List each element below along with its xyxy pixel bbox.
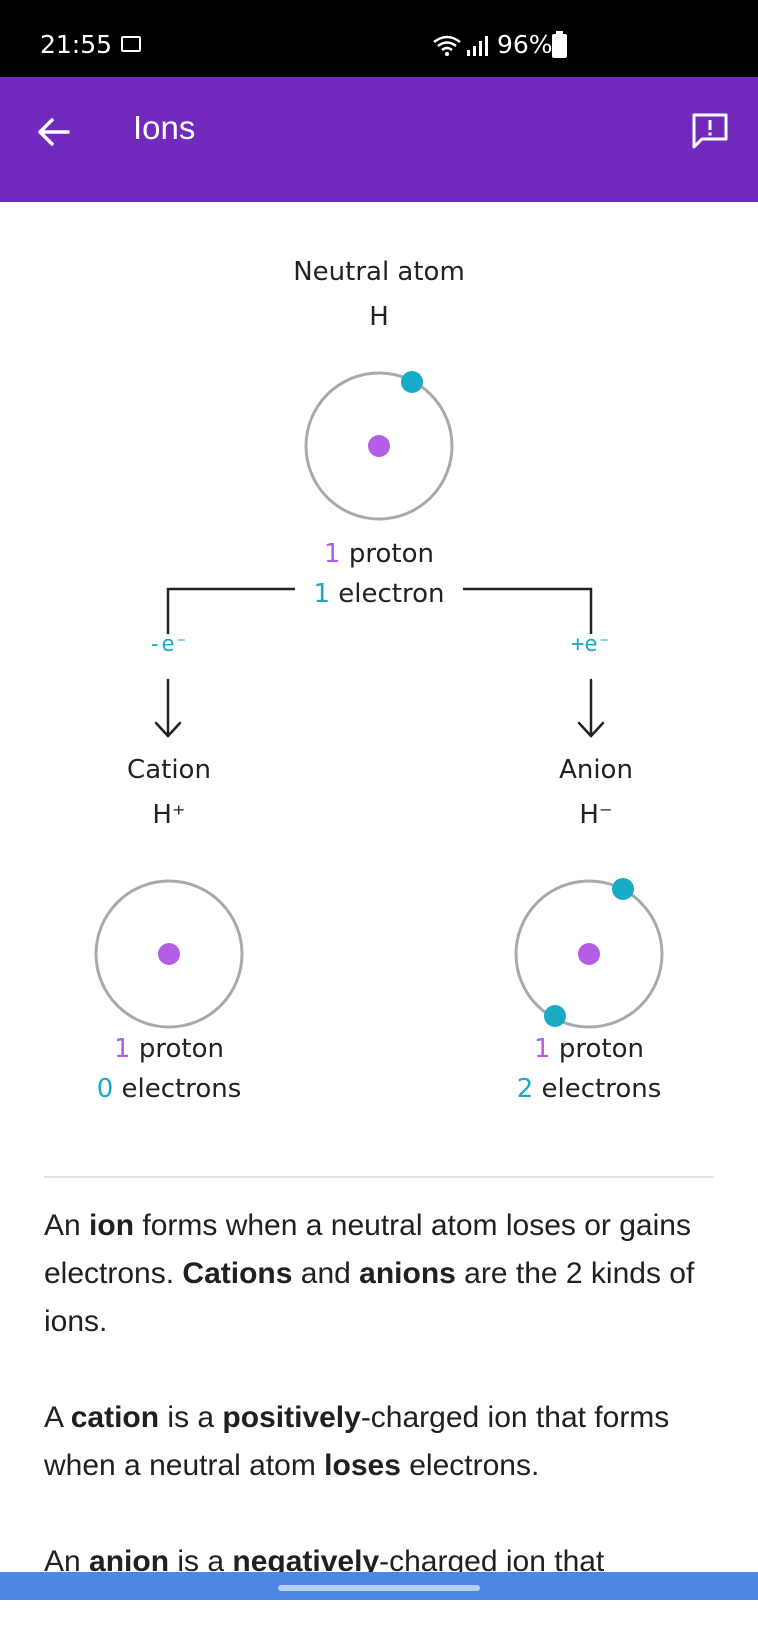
bold-term: Cations [182,1257,293,1290]
text: is a [159,1401,223,1434]
text: An [44,1209,90,1242]
bold-term: positively [222,1401,361,1434]
lesson-text: An ion forms when a neutral atom loses o… [44,1202,724,1634]
back-arrow-icon [38,118,70,146]
bold-term: ion [89,1209,135,1242]
text: and [292,1257,360,1290]
report-feedback-button[interactable] [682,103,738,159]
anion-proton-line: 1 proton [464,1034,714,1064]
diagram-graphics [94,371,664,1029]
back-button[interactable] [28,107,78,157]
left-connector [166,587,295,634]
neutral-electron-word: electron [338,579,445,609]
cation-electron-count: 0 [96,1074,114,1104]
section-divider [44,1176,714,1178]
status-time: 21:55 [40,30,113,59]
neutral-symbol: H [369,302,389,332]
neutral-electron-line: 1 electron [229,579,529,609]
gain-electron-label: +e⁻ [571,632,611,657]
cation-electron-word: electrons [121,1074,242,1104]
paragraph-ion-definition: An ion forms when a neutral atom loses o… [44,1202,724,1346]
status-bar: 21:55 96% [0,0,758,77]
neutral-proton [368,435,390,457]
anion-proton [578,943,600,965]
right-connector [463,587,593,634]
anion-electron-line: 2 electrons [464,1074,714,1104]
text: -charged ion that forms when a neutral a… [44,1401,670,1482]
neutral-electron [401,371,423,393]
ion-diagram: Neutral atom H 1 proton 1 electron -e⁻ +… [0,202,758,1132]
cation-proton-count: 1 [114,1034,131,1064]
cation-symbol: H⁺ [152,800,186,830]
image-notification-icon [121,36,141,52]
text: are the 2 kinds of ions. [44,1257,695,1338]
signal-icon [467,36,488,56]
anion-electron-count: 2 [516,1074,534,1104]
anion-orbit [514,879,664,1029]
anion-proton-count: 1 [534,1034,551,1064]
left-down-arrow [154,678,182,738]
neutral-proton-count: 1 [324,539,341,569]
anion-electron-top [612,878,634,900]
cation-title: Cation [127,755,211,785]
feedback-icon [692,113,728,149]
battery-icon [552,31,567,58]
cation-proton-line: 1 proton [44,1034,294,1064]
text: A [44,1401,71,1434]
app-bar: Ions [0,77,758,202]
system-nav-bar [0,1572,758,1600]
cation-electron-line: 0 electrons [44,1074,294,1104]
neutral-proton-line: 1 proton [229,539,529,569]
anion-symbol: H⁻ [579,800,613,830]
cation-proton [158,943,180,965]
wifi-icon [433,35,461,56]
neutral-electron-count: 1 [313,579,331,609]
cation-orbit [94,879,244,1029]
anion-proton-word: proton [558,1034,644,1064]
right-down-arrow [577,678,605,738]
battery-percent: 96% [497,30,553,59]
bold-term: anions [359,1257,456,1290]
cation-proton-word: proton [138,1034,224,1064]
neutral-orbit [304,371,454,521]
neutral-proton-word: proton [348,539,434,569]
text: forms when a neutral atom loses or gains… [44,1209,691,1290]
page-title: Ions [133,109,196,146]
neutral-title: Neutral atom [293,257,465,287]
anion-electron-bottom [544,1005,566,1027]
anion-title: Anion [559,755,633,785]
text: electrons. [400,1449,540,1482]
bold-term: cation [70,1401,160,1434]
bold-term: loses [324,1449,401,1482]
paragraph-cation-definition: A cation is a positively-charged ion tha… [44,1394,724,1490]
anion-electron-word: electrons [541,1074,662,1104]
lose-electron-label: -e⁻ [148,632,188,657]
home-gesture-handle[interactable] [278,1585,480,1591]
